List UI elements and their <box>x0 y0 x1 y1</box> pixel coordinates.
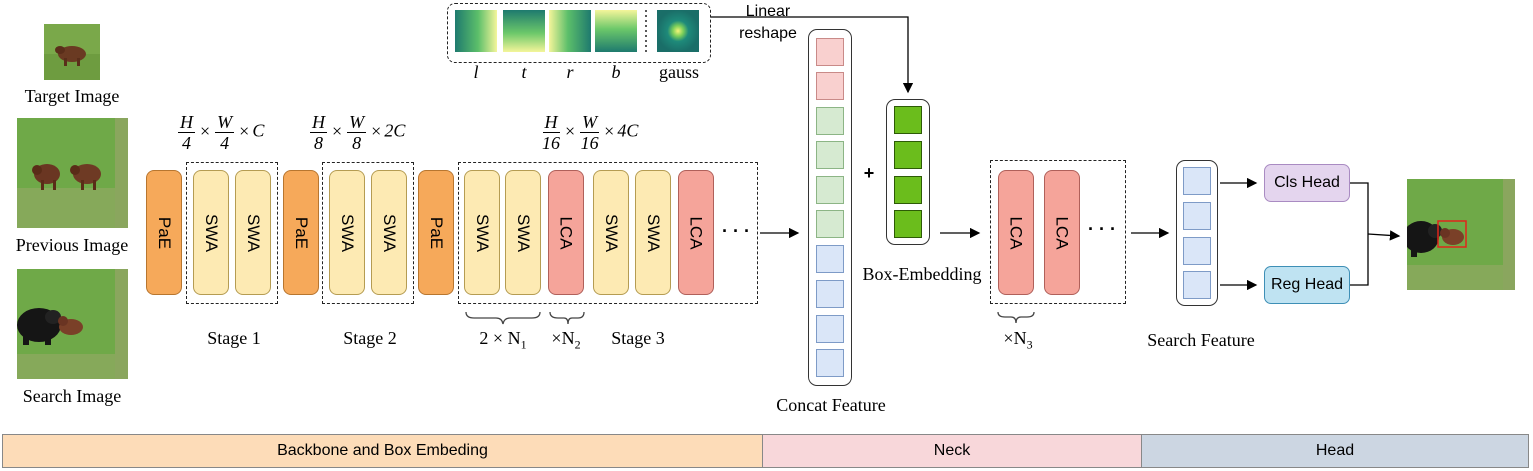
concat-feature <box>808 29 852 386</box>
concat-cell-pink-2 <box>816 72 844 100</box>
pae-block-3: PaE <box>418 170 454 295</box>
pae-block-2: PaE <box>283 170 319 295</box>
heatmap-b <box>595 10 637 52</box>
concat-cell-green-4 <box>816 210 844 238</box>
concat-cell-green-1 <box>816 107 844 135</box>
heatmap-l <box>455 10 497 52</box>
box-embedding-cell-1 <box>894 106 922 134</box>
swa-block-s1-2: SWA <box>235 170 271 295</box>
line-cls-merge <box>1350 182 1369 286</box>
arrow-to-output <box>1367 230 1401 241</box>
swa-block-s1-1: SWA <box>193 170 229 295</box>
search-image <box>17 269 128 379</box>
concat-cell-green-3 <box>816 176 844 204</box>
reg-head: Reg Head <box>1264 266 1350 304</box>
search-image-label: Search Image <box>22 386 122 406</box>
stage3-label: Stage 3 <box>611 328 665 348</box>
bar-backbone: Backbone and Box Embeding <box>2 434 763 468</box>
brace-n1 <box>465 311 541 325</box>
heatmap-label-b: b <box>611 62 621 82</box>
previous-image <box>17 118 128 228</box>
brace-n2 <box>549 311 585 325</box>
heatmap-label-l: l <box>473 62 479 82</box>
linear-label: Linear <box>745 3 791 20</box>
heatmap-t <box>503 10 545 52</box>
target-image-label: Target Image <box>24 86 120 106</box>
stage2-group <box>322 162 414 304</box>
bar-neck: Neck <box>762 434 1142 468</box>
concat-cell-pink-1 <box>816 38 844 66</box>
lca-block-s3-1: LCA <box>548 170 584 295</box>
swa-block-s2-2: SWA <box>371 170 407 295</box>
search-feature <box>1176 160 1218 306</box>
target-image <box>44 24 100 80</box>
swa-block-s3-2: SWA <box>505 170 541 295</box>
swa-block-s3-3: SWA <box>593 170 629 295</box>
reshape-label: reshape <box>739 25 797 42</box>
concat-cell-blue-1 <box>816 245 844 273</box>
heatmap-label-r: r <box>566 62 574 82</box>
stage1-group <box>186 162 278 304</box>
swa-block-s3-1: SWA <box>464 170 500 295</box>
heatmap-panels <box>455 10 699 54</box>
concat-cell-blue-2 <box>816 280 844 308</box>
cls-head: Cls Head <box>1264 164 1350 202</box>
heatmap-r <box>549 10 591 52</box>
concat-cell-blue-4 <box>816 349 844 377</box>
box-embedding <box>886 99 930 245</box>
stage3-group <box>458 162 758 304</box>
concat-cell-blue-3 <box>816 315 844 343</box>
plus-sign: + <box>863 163 875 183</box>
box-embedding-label: Box-Embedding <box>862 264 982 284</box>
heatmap-label-t: t <box>521 62 527 82</box>
neck-brace <box>997 311 1035 324</box>
arrow-heatmap-to-box <box>711 16 914 94</box>
lca-block-neck-1: LCA <box>998 170 1034 295</box>
box-embedding-cell-4 <box>894 210 922 238</box>
stage3-braces <box>465 311 585 325</box>
previous-image-label: Previous Image <box>15 235 129 255</box>
concat-feature-label: Concat Feature <box>776 395 886 415</box>
heatmap-gauss <box>657 10 699 52</box>
box-embedding-cell-3 <box>894 176 922 204</box>
prediction-box <box>1437 220 1467 248</box>
neck-ellipsis: · · · <box>1088 219 1116 239</box>
n3-label: ×N3 <box>1003 328 1033 352</box>
heatmap-label-gauss: gauss <box>659 62 699 82</box>
box-embedding-cell-2 <box>894 141 922 169</box>
search-feature-cell-4 <box>1183 271 1211 299</box>
neck-group <box>990 160 1126 304</box>
heatmap-group <box>447 3 711 63</box>
n2-label: ×N2 <box>551 328 581 352</box>
search-feature-cell-2 <box>1183 202 1211 230</box>
concat-cell-green-2 <box>816 141 844 169</box>
swa-block-s2-1: SWA <box>329 170 365 295</box>
search-feature-cell-3 <box>1183 237 1211 265</box>
stage1-label: Stage 1 <box>207 328 261 348</box>
lca-block-neck-2: LCA <box>1044 170 1080 295</box>
n1-label: 2 × N1 <box>479 328 527 352</box>
search-feature-cell-1 <box>1183 167 1211 195</box>
stage3-ellipsis: · · · <box>722 221 750 241</box>
search-feature-label: Search Feature <box>1147 330 1255 350</box>
swa-block-s3-4: SWA <box>635 170 671 295</box>
bar-head: Head <box>1141 434 1529 468</box>
pae-block-1: PaE <box>146 170 182 295</box>
lca-block-s3-2: LCA <box>678 170 714 295</box>
stage2-label: Stage 2 <box>343 328 397 348</box>
output-image <box>1407 179 1515 290</box>
